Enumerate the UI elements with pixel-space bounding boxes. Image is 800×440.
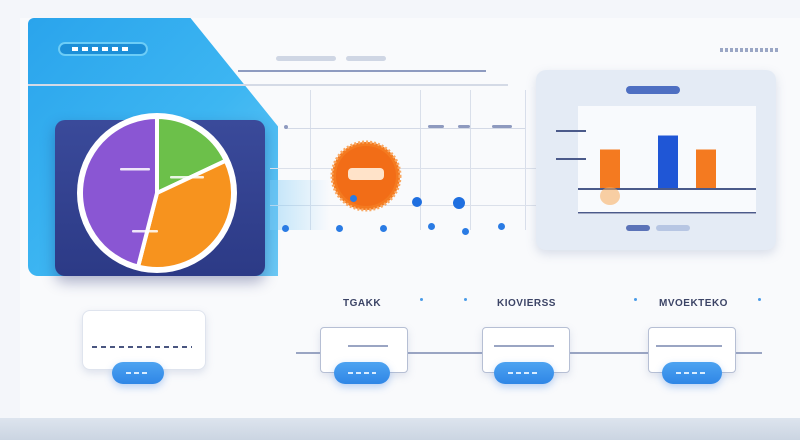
label-dot — [420, 298, 423, 301]
data-dot — [282, 225, 289, 232]
option-card-1-line — [348, 345, 388, 347]
grid-line — [310, 90, 311, 230]
grid-hline — [270, 205, 540, 206]
bar-2 — [658, 135, 678, 188]
header-line-main — [238, 70, 486, 72]
data-dot — [428, 223, 435, 230]
grid-line — [525, 90, 526, 230]
bottom-bar — [0, 418, 800, 440]
header-chip-1 — [276, 56, 336, 61]
pie-label-line — [132, 230, 158, 233]
tick-mark — [284, 125, 288, 129]
grid-line — [420, 90, 421, 230]
tick-mark — [492, 125, 512, 128]
light-beam — [270, 180, 330, 230]
column-label-2: KIOVIERSS — [497, 298, 556, 309]
tick-mark — [458, 125, 470, 128]
hero-pill — [58, 42, 148, 56]
grid-hline — [285, 128, 525, 129]
summary-card-dots — [92, 346, 192, 348]
bar-chart — [556, 130, 756, 214]
bar-axis-line — [556, 130, 586, 132]
top-right-dots — [720, 48, 778, 52]
data-dot — [380, 225, 387, 232]
data-dot — [412, 197, 422, 207]
label-dot — [464, 298, 467, 301]
summary-card-button[interactable] — [112, 362, 164, 384]
pie-label-line — [170, 176, 204, 179]
bar-glow — [600, 187, 620, 205]
grid-hline — [270, 168, 540, 169]
data-dot — [462, 228, 469, 235]
header-line-full — [28, 84, 508, 86]
data-dot — [453, 197, 465, 209]
bar-1 — [600, 149, 620, 188]
header-chip-2 — [346, 56, 386, 61]
hero-pill-dots — [72, 47, 132, 51]
option-card-3-line — [656, 345, 722, 347]
bar-card-footer-chip — [626, 225, 650, 231]
option-card-2-button[interactable] — [494, 362, 554, 384]
bar-axis-line — [578, 212, 756, 214]
bar-axis-line — [578, 188, 756, 190]
label-dot — [758, 298, 761, 301]
column-label-3: MVOEKTEKO — [659, 298, 728, 309]
option-card-2-line — [494, 345, 554, 347]
pie-chart — [77, 113, 237, 273]
data-dot — [498, 223, 505, 230]
column-label-1: TGAKK — [343, 298, 382, 309]
badge-label-chip — [348, 168, 384, 180]
bar-axis-line — [556, 158, 586, 160]
label-dot — [634, 298, 637, 301]
pie-slice-orange — [135, 157, 235, 271]
grid-line — [470, 90, 471, 230]
bar-card-footer-chip — [656, 225, 690, 231]
data-dot — [350, 195, 357, 202]
pie-slice-green — [155, 114, 229, 197]
option-card-1-button[interactable] — [334, 362, 390, 384]
bar-3 — [696, 149, 716, 188]
tick-mark — [428, 125, 444, 128]
pie-slice-purple — [79, 114, 159, 270]
bar-card-title-chip — [626, 86, 680, 94]
option-card-3-button[interactable] — [662, 362, 722, 384]
pie-label-line — [120, 168, 150, 171]
summary-card — [82, 310, 206, 370]
data-dot — [336, 225, 343, 232]
